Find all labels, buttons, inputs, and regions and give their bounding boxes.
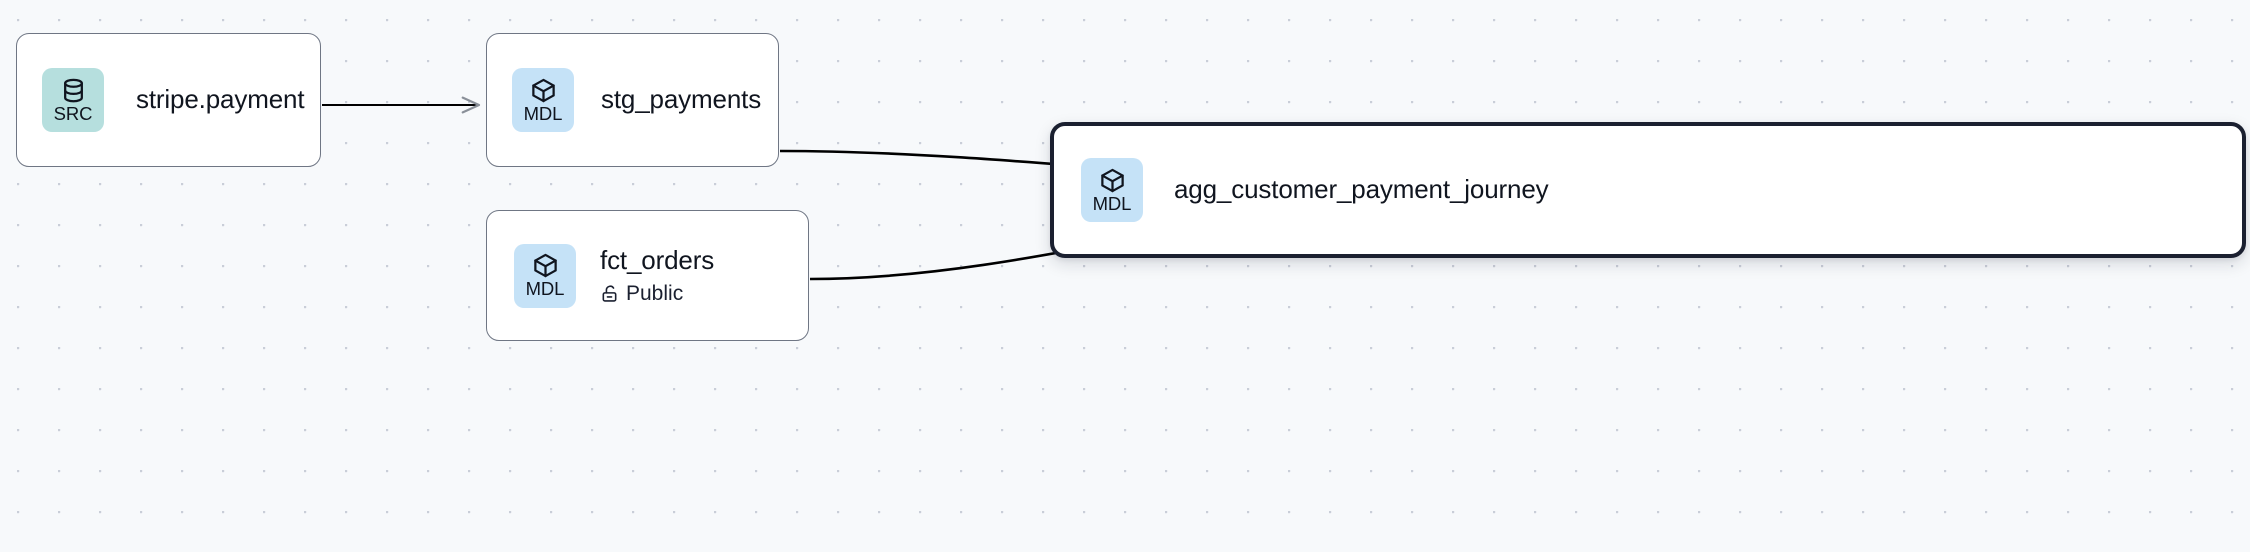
node-title: stg_payments <box>601 84 762 115</box>
node-title: fct_orders <box>600 244 715 275</box>
node-visibility-label: Public <box>626 282 684 306</box>
node-stg-payments[interactable]: MDL stg_payments <box>486 33 779 167</box>
node-visibility: Public <box>600 282 714 305</box>
database-icon <box>60 77 87 104</box>
badge-kind-label: SRC <box>53 102 93 124</box>
source-type-badge: SRC <box>42 68 104 132</box>
cube-icon <box>532 252 559 279</box>
node-title: stripe.payment <box>136 84 305 115</box>
node-body: agg_customer_payment_journey <box>1174 174 1549 205</box>
node-body: stripe.payment <box>136 84 305 115</box>
cube-icon <box>530 77 557 104</box>
badge-kind-label: MDL <box>525 278 565 300</box>
model-type-badge: MDL <box>514 243 576 308</box>
model-type-badge: MDL <box>512 68 574 132</box>
node-title: agg_customer_payment_journey <box>1174 174 1549 205</box>
node-body: fct_orders Public <box>600 244 715 306</box>
unlock-icon <box>600 284 619 303</box>
badge-kind-label: MDL <box>523 102 563 124</box>
cube-icon <box>1099 167 1126 194</box>
badge-kind-label: MDL <box>1092 192 1132 214</box>
model-type-badge: MDL <box>1081 158 1143 222</box>
node-stripe-payment[interactable]: SRC stripe.payment <box>16 33 321 167</box>
node-fct-orders[interactable]: MDL fct_orders Public <box>486 210 809 341</box>
node-agg-customer-payment-journey[interactable]: MDL agg_customer_payment_journey <box>1050 122 2246 258</box>
node-body: stg_payments <box>601 84 762 115</box>
